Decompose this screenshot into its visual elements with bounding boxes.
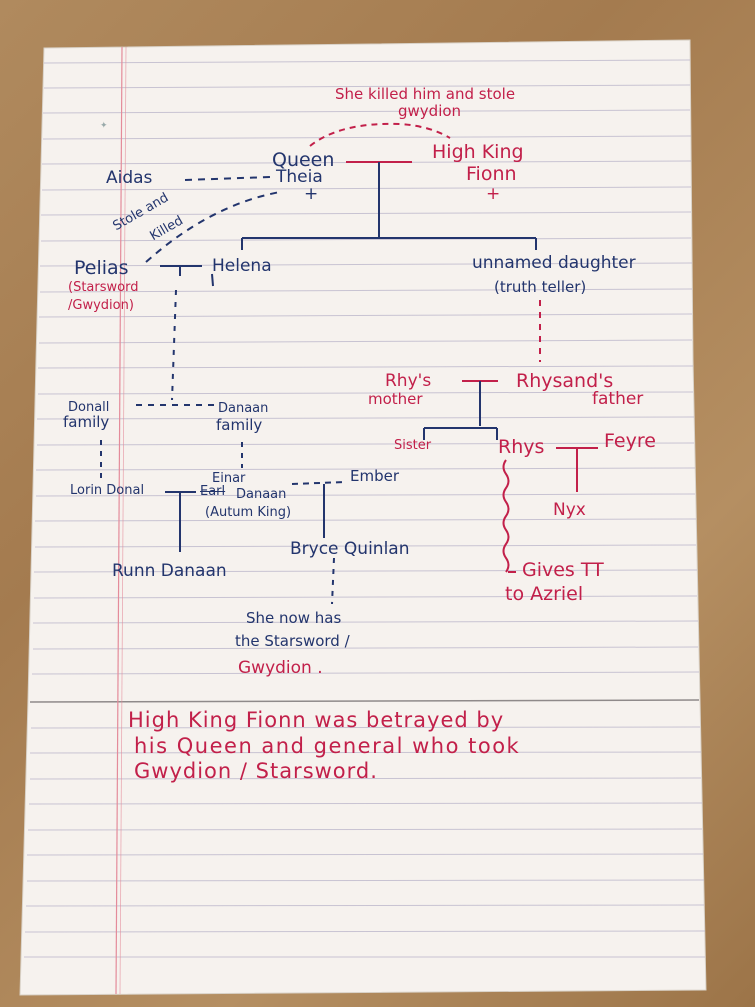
- queen-cross: +: [304, 184, 319, 204]
- starsword-note-line2: the Starsword /: [235, 632, 350, 650]
- fold-crease: [29, 699, 700, 703]
- red-lines: [309, 122, 598, 573]
- daughter-subtitle: (truth teller): [494, 278, 587, 296]
- starsword-note-line3: Gwydion .: [238, 658, 323, 678]
- queen-name-line1: Queen: [272, 149, 335, 171]
- stole-killed-dashed-line: [145, 191, 281, 263]
- helena-name: Helena: [212, 256, 272, 276]
- danaan-family-line1: Danaan: [218, 401, 269, 416]
- pelias-subtitle-line1: (Starsword: [68, 280, 139, 295]
- wavy-line-gives: [502, 459, 510, 573]
- rhys-name: Rhys: [498, 436, 545, 458]
- einar-ember-dashed: [291, 481, 346, 485]
- feyre-name: Feyre: [604, 430, 656, 452]
- starsword-note-line1: She now has: [246, 609, 342, 627]
- gives-note-line2: to Azriel: [505, 583, 584, 605]
- bryce-quinlan-name: Bryce Quinlan: [290, 539, 410, 559]
- king-name-line1: High King: [432, 141, 524, 163]
- king-cross: +: [486, 184, 501, 204]
- summary-line2: his Queen and general who took: [134, 734, 521, 758]
- ruled-lines: [24, 59, 706, 958]
- summary-line1: High King Fionn was betrayed by: [128, 708, 505, 732]
- lorin-donal-name: Lorin Donal: [70, 483, 145, 498]
- aidas-dashed-link: [184, 176, 271, 181]
- runn-danaan-name: Runn Danaan: [112, 561, 227, 581]
- ember-name: Ember: [350, 467, 400, 485]
- danaan-family-line2: family: [216, 416, 263, 434]
- queen-name-line2: Theia: [276, 167, 323, 187]
- gives-note-line1: Gives TT: [522, 559, 604, 581]
- pelias-name: Pelias: [74, 257, 129, 279]
- rhysand-father-line2: father: [592, 389, 644, 409]
- earl-struck-text: Earl: [200, 484, 226, 499]
- autumn-king-title: (Autum King): [205, 505, 292, 520]
- donall-family-line1: Donall: [68, 400, 110, 415]
- svg-text:✦: ✦: [100, 121, 108, 131]
- donall-family-line2: family: [63, 413, 110, 431]
- killed-note-line2: gwydion: [398, 102, 462, 120]
- rhys-mother-line1: Rhy's: [385, 371, 432, 391]
- pelias-subtitle-line2: /Gwydion): [68, 298, 134, 313]
- killed-note-line1: She killed him and stole: [335, 85, 516, 103]
- sister-name: Sister: [394, 438, 432, 453]
- einar-name: Einar: [212, 471, 246, 486]
- aidas-name: Aidas: [106, 168, 153, 188]
- bryce-starsword-dashed: [331, 557, 335, 605]
- king-name-line2: Fionn: [466, 163, 517, 185]
- rhys-mother-line2: mother: [368, 390, 423, 408]
- summary-line3: Gwydion / Starsword.: [134, 759, 378, 783]
- nyx-name: Nyx: [553, 500, 586, 520]
- margin-line: [115, 46, 123, 995]
- navy-lines: [100, 162, 537, 605]
- unnamed-daughter-name: unnamed daughter: [472, 253, 636, 273]
- danaan-surname: Danaan: [236, 487, 287, 502]
- rhysand-father-line1: Rhysand's: [516, 370, 614, 392]
